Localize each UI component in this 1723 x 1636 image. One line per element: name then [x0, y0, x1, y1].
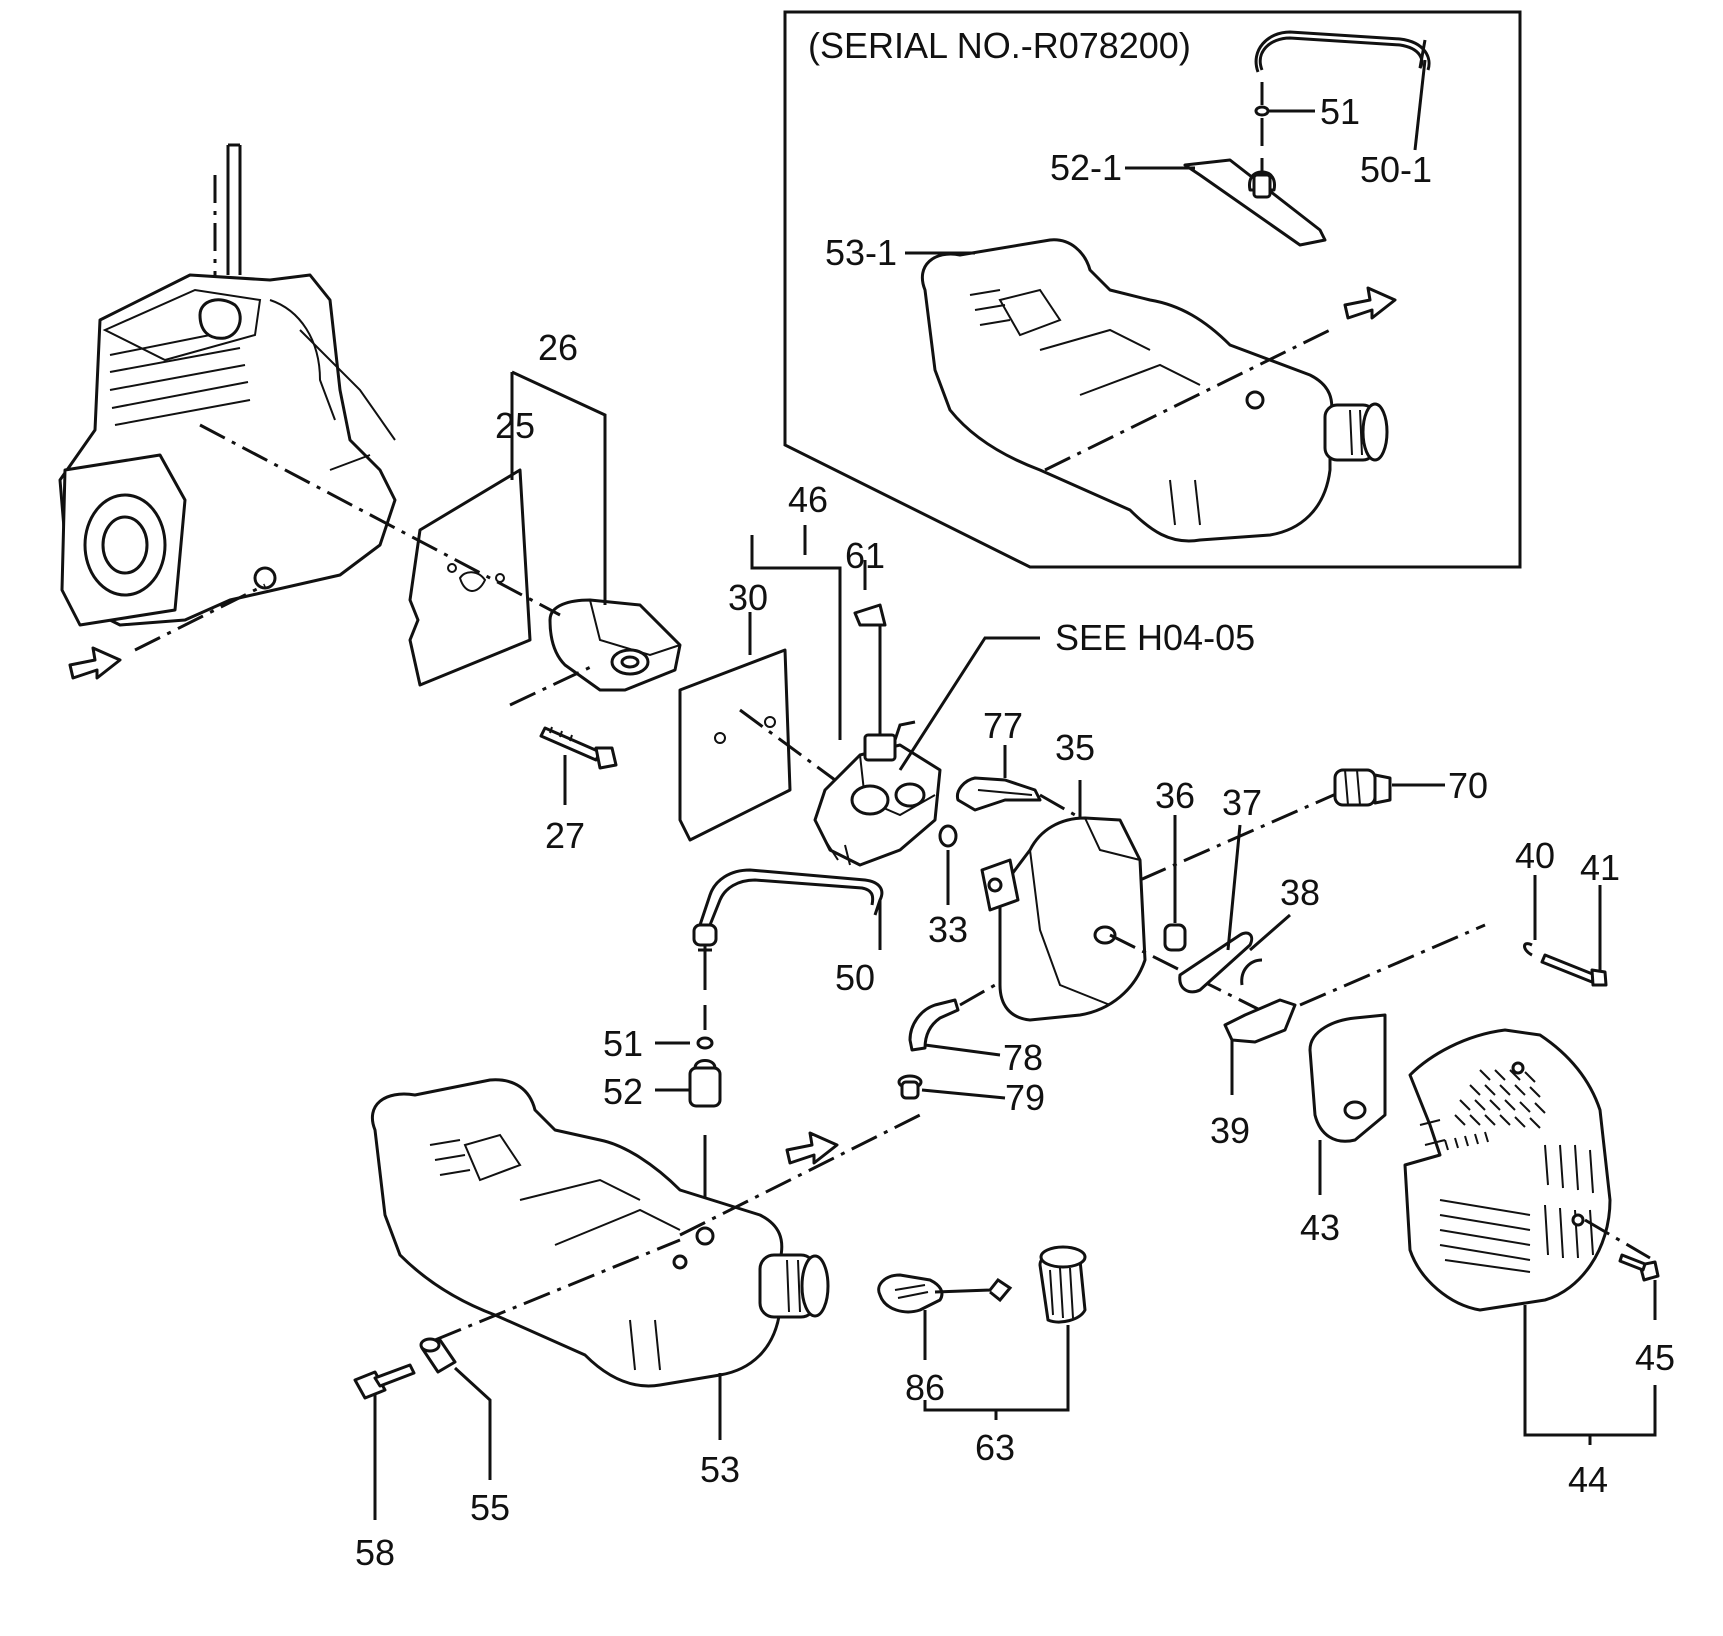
- inset-frame: [783, 10, 1522, 569]
- label-77: 77: [983, 705, 1023, 746]
- label-25: 25: [495, 405, 535, 446]
- washer-40: [1523, 942, 1533, 957]
- strap-86: [877, 1273, 1013, 1314]
- label-63: 63: [975, 1427, 1015, 1468]
- screw-45: [1618, 1253, 1660, 1282]
- grommet-79: [897, 1074, 923, 1100]
- label-50: 50: [835, 957, 875, 998]
- label-see-ref: SEE H04-05: [1055, 617, 1255, 658]
- label-26: 26: [538, 327, 578, 368]
- clip-38: [1240, 958, 1263, 986]
- hose-77: [955, 776, 1042, 812]
- label-40: 40: [1515, 835, 1555, 876]
- fuel-filter-52: [688, 1059, 722, 1108]
- label-58: 58: [355, 1532, 395, 1573]
- label-39: 39: [1210, 1110, 1250, 1151]
- label-35: 35: [1055, 727, 1095, 768]
- fuel-tank-53: [370, 1078, 830, 1388]
- inset-panel: (SERIAL NO.-R078200): [783, 10, 1522, 569]
- bolt-58: [353, 1363, 416, 1400]
- fuel-pipe-inset: [1258, 36, 1427, 71]
- label-79: 79: [1005, 1077, 1045, 1118]
- label-27: 27: [545, 815, 585, 856]
- label-70: 70: [1448, 765, 1488, 806]
- label-41: 41: [1580, 847, 1620, 888]
- gasket-25: [408, 468, 532, 687]
- fuel-cap-63: [1038, 1245, 1087, 1324]
- o-ring-33: [938, 824, 958, 848]
- label-52-1: 52-1: [1050, 147, 1122, 188]
- inset-serial-label: (SERIAL NO.-R078200): [808, 25, 1191, 66]
- label-33: 33: [928, 909, 968, 950]
- label-50-1: 50-1: [1360, 149, 1432, 190]
- hose-78: [908, 998, 960, 1052]
- label-37: 37: [1222, 782, 1262, 823]
- bolt-27: [539, 726, 618, 770]
- label-43: 43: [1300, 1207, 1340, 1248]
- grommet-55: [419, 1337, 457, 1374]
- strainer-inset: [1183, 158, 1327, 247]
- gasket-30: [678, 648, 792, 842]
- muffler-35: [980, 816, 1147, 1022]
- label-38: 38: [1280, 872, 1320, 913]
- bracket-39: [1223, 998, 1297, 1044]
- label-52: 52: [603, 1071, 643, 1112]
- spark-plug-70: [1333, 768, 1392, 807]
- label-46: 46: [788, 479, 828, 520]
- label-78: 78: [1003, 1037, 1043, 1078]
- plate-37: [1178, 931, 1254, 994]
- label-45: 45: [1635, 1337, 1675, 1378]
- o-ring-inset: [1254, 105, 1270, 117]
- o-ring-51: [696, 1036, 714, 1050]
- fuel-pipe-50: [692, 868, 884, 990]
- engine-block: [58, 143, 397, 627]
- label-51: 51: [603, 1023, 643, 1064]
- label-51-inset: 51: [1320, 91, 1360, 132]
- carburetor: [813, 603, 942, 867]
- label-36: 36: [1155, 775, 1195, 816]
- fuel-tank-inset: [921, 238, 1389, 543]
- label-53-1: 53-1: [825, 232, 897, 273]
- screw-41: [1540, 953, 1608, 987]
- direction-arrow-center-icon: [785, 1131, 839, 1165]
- spacer-36: [1163, 923, 1187, 952]
- label-30: 30: [728, 577, 768, 618]
- insulator-26: [548, 598, 682, 692]
- label-61: 61: [845, 535, 885, 576]
- direction-arrow-inset-icon: [1343, 286, 1397, 320]
- gasket-43: [1308, 1013, 1387, 1143]
- label-44: 44: [1568, 1459, 1608, 1500]
- label-53: 53: [700, 1449, 740, 1490]
- label-55: 55: [470, 1487, 510, 1528]
- muffler-cover-44: [1403, 1028, 1612, 1312]
- direction-arrow-left-icon: [68, 646, 122, 680]
